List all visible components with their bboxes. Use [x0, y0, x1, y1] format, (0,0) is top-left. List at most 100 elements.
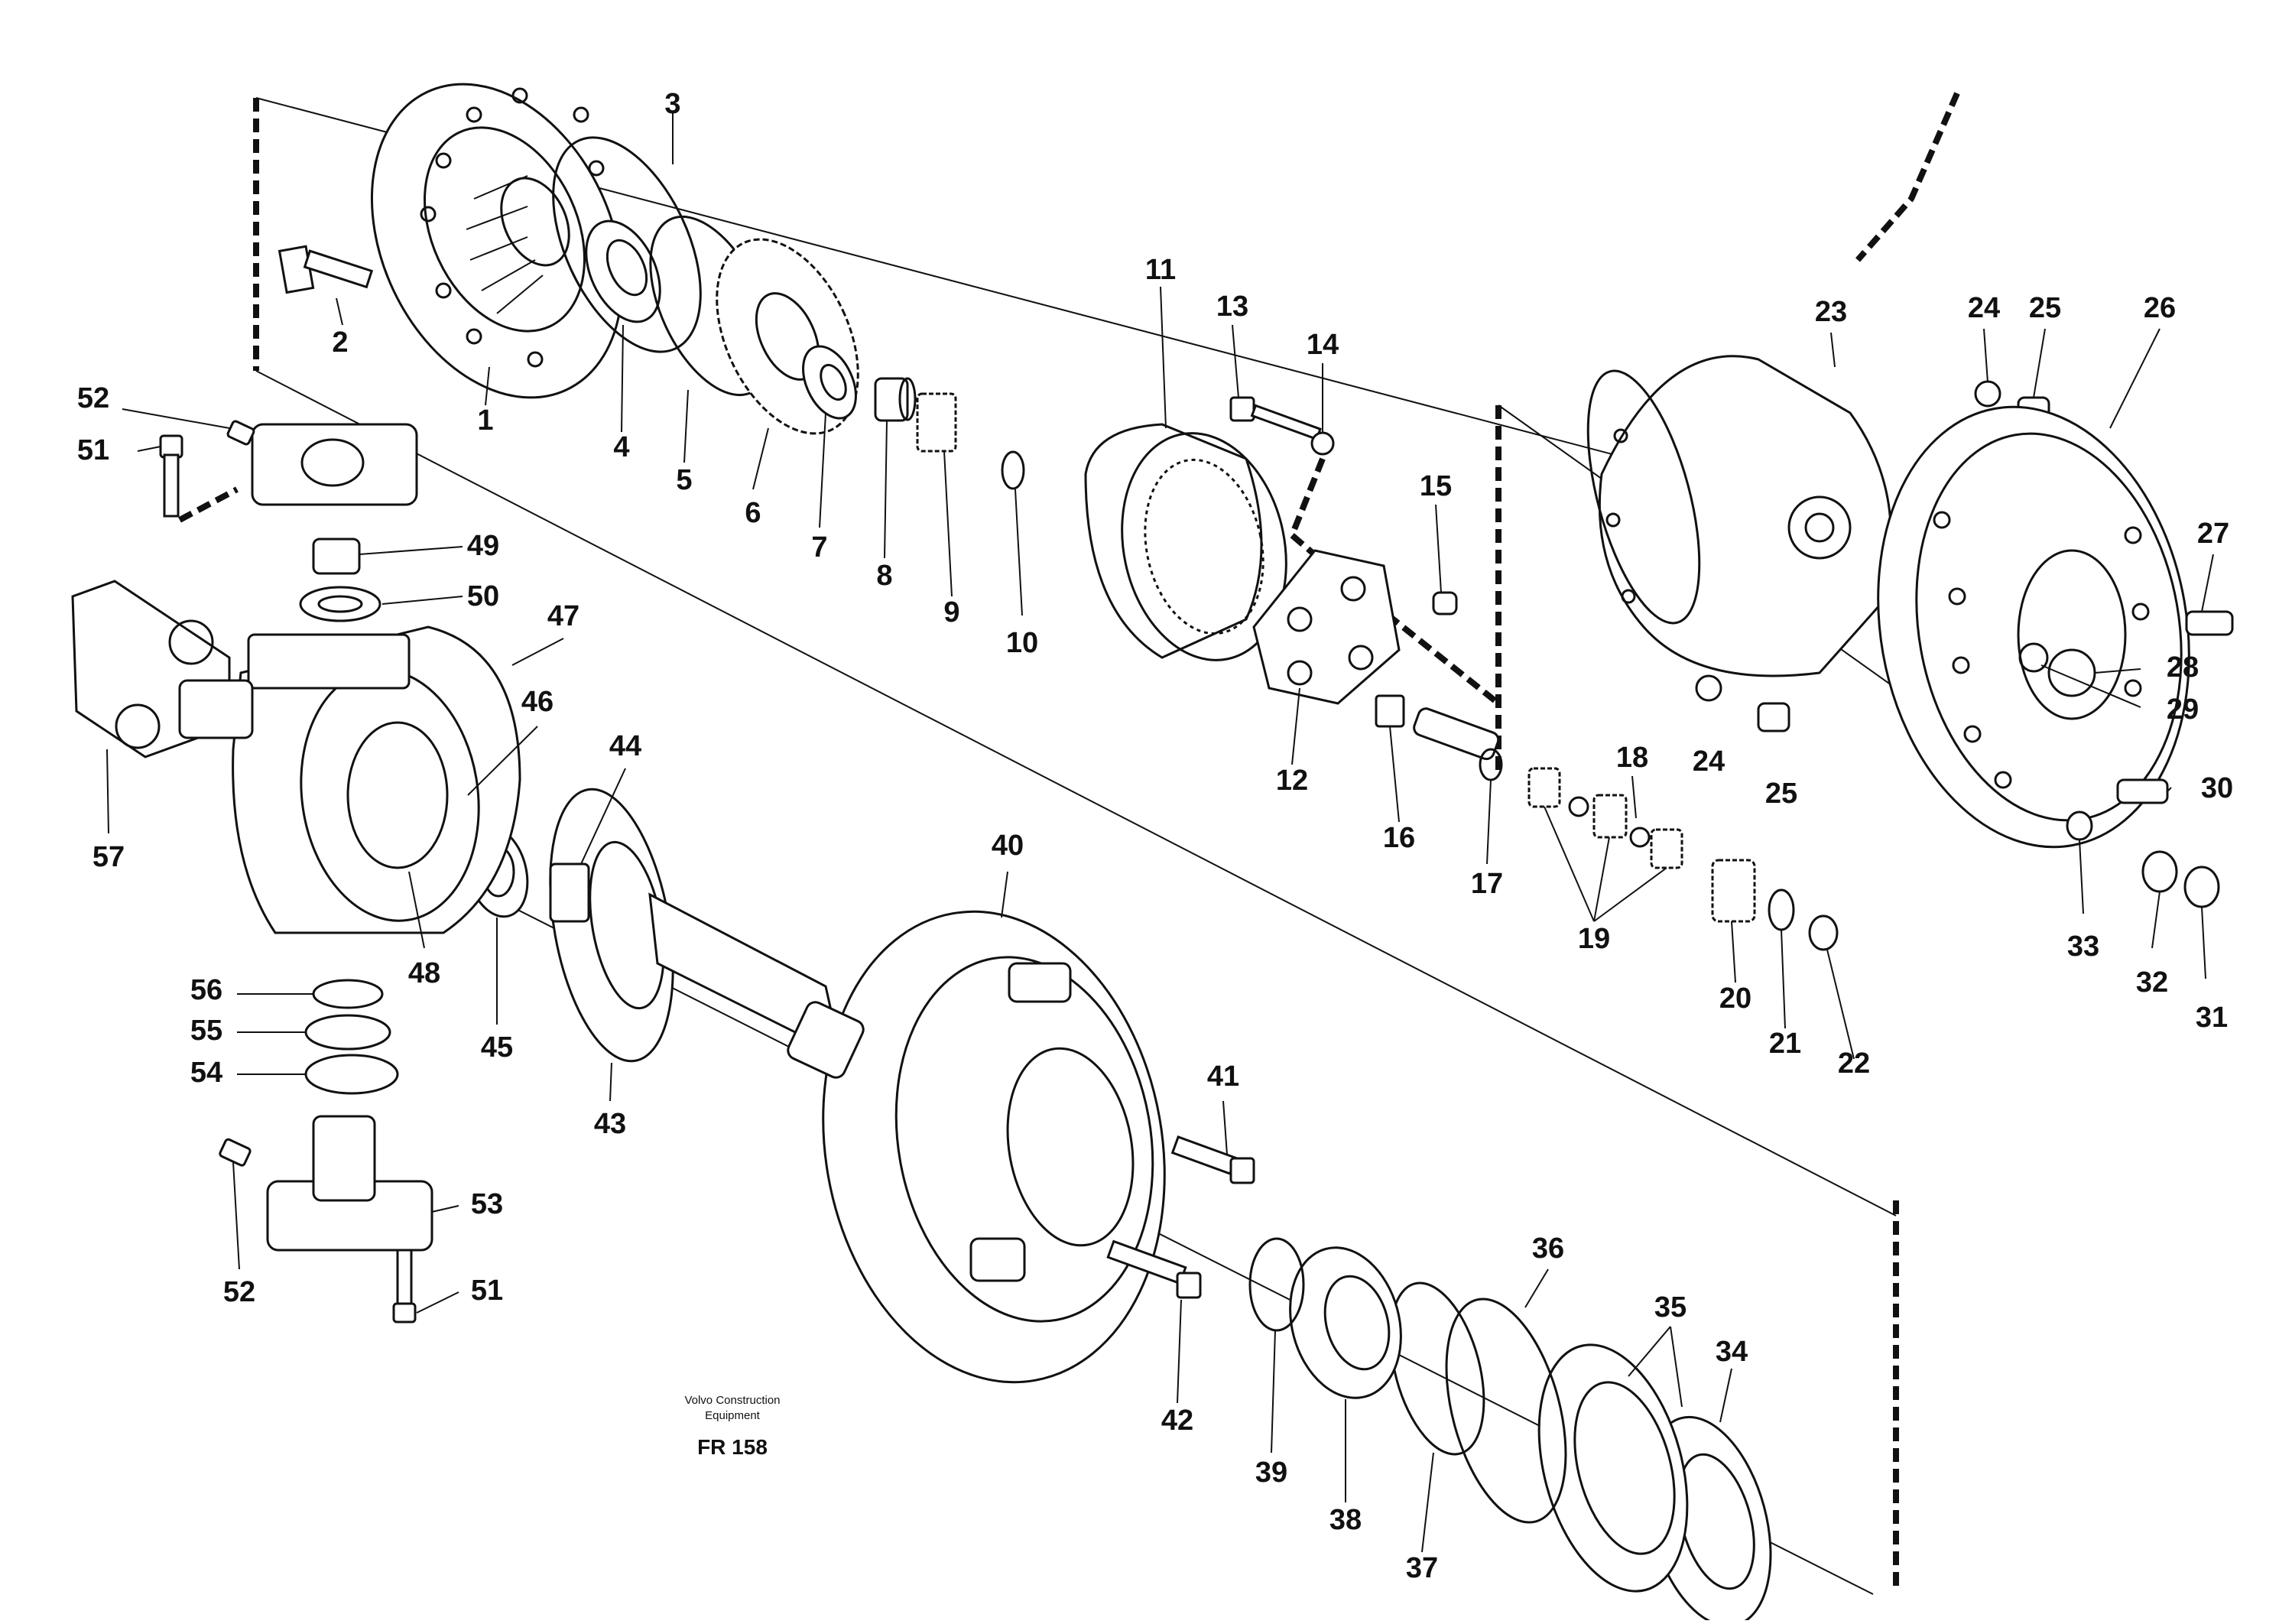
caption-subtitle: Equipment	[705, 1409, 761, 1422]
callout-46: 46	[521, 686, 554, 718]
callout-labels: 1 2 3 4 5 6 7 8 9 10 11 12 13 14 15 16 1…	[77, 88, 2233, 1584]
callout-36: 36	[1532, 1233, 1564, 1265]
callout-15: 15	[1420, 470, 1452, 502]
part-54-seal	[304, 1054, 399, 1095]
part-20-sun-gear	[1711, 859, 1756, 923]
callout-57: 57	[93, 841, 125, 873]
part-49-king-pin-upper	[312, 538, 361, 575]
part-3-thrust-washer	[552, 136, 702, 353]
part-36-shim	[1445, 1298, 1567, 1524]
callout-4: 4	[613, 431, 629, 463]
part-51-bolt-bottom	[392, 1249, 417, 1324]
callout-44: 44	[609, 730, 641, 762]
callout-39: 39	[1255, 1457, 1287, 1489]
callout-52-bottom: 52	[223, 1276, 255, 1308]
part-12-planet-carrier	[1252, 549, 1401, 705]
callout-19: 19	[1578, 923, 1610, 955]
part-53-top-cap	[251, 423, 418, 506]
callout-53: 53	[471, 1188, 503, 1220]
part-16-plate	[1375, 694, 1405, 728]
callout-29: 29	[2167, 693, 2199, 726]
callout-51-top: 51	[77, 434, 109, 466]
callout-22: 22	[1838, 1047, 1870, 1080]
callout-10: 10	[1006, 627, 1038, 659]
callout-2: 2	[332, 326, 348, 359]
part-41-bolt	[1170, 1135, 1255, 1184]
part-52-grease-nipple-bottom	[219, 1138, 252, 1167]
callout-25-bottom: 25	[1765, 778, 1797, 810]
part-53-king-pin-cap	[266, 1115, 433, 1252]
part-27-bolt	[2185, 610, 2234, 636]
callout-45: 45	[481, 1031, 513, 1064]
part-26-brake-drum	[1877, 405, 2190, 849]
callout-14: 14	[1307, 329, 1339, 361]
callout-16: 16	[1383, 822, 1415, 854]
part-51-bolt-top	[159, 434, 183, 518]
part-21-lock-washer	[1768, 888, 1795, 931]
part-18-19-planet-gears	[1527, 767, 1683, 869]
callout-34: 34	[1716, 1336, 1748, 1368]
callout-3: 3	[664, 88, 680, 120]
part-22-nut	[1808, 914, 1839, 951]
part-31-nut	[2183, 866, 2220, 908]
part-35-bearing-cups	[1537, 1343, 1689, 1593]
part-55-shim	[304, 1014, 391, 1051]
callout-50: 50	[467, 580, 499, 612]
callout-48: 48	[408, 957, 440, 989]
callout-43: 43	[594, 1108, 626, 1140]
callout-26: 26	[2144, 292, 2176, 324]
part-47-steering-knuckle	[232, 625, 521, 934]
part-23-hub	[1586, 355, 1892, 677]
callout-1: 1	[477, 404, 493, 437]
part-6-gear	[716, 238, 859, 435]
part-33-washer	[2066, 810, 2093, 841]
part-32-washer	[2141, 850, 2178, 893]
callout-11: 11	[1145, 254, 1176, 286]
callout-24-top: 24	[1968, 292, 2000, 324]
callout-leader-lines	[106, 111, 2214, 1553]
part-2-bolt	[278, 245, 374, 294]
callout-6: 6	[745, 497, 761, 529]
part-50-bearing-upper	[299, 586, 381, 622]
callout-32: 32	[2136, 966, 2168, 999]
callout-52-top: 52	[77, 382, 109, 414]
part-37-seal-ring	[1389, 1281, 1485, 1456]
callout-56: 56	[190, 974, 222, 1006]
part-7-nut	[802, 345, 857, 420]
part-30-bolt	[2116, 778, 2169, 804]
callout-28: 28	[2167, 651, 2199, 684]
caption-company: Volvo Construction	[684, 1394, 780, 1407]
part-44-spindle	[549, 862, 865, 1079]
callout-25-top: 25	[2029, 292, 2061, 324]
part-39-ring	[1248, 1237, 1305, 1332]
part-17-shaft	[1413, 707, 1503, 781]
callout-5: 5	[676, 464, 692, 496]
callout-8: 8	[876, 560, 892, 592]
callout-23: 23	[1815, 296, 1847, 328]
part-4-bearing	[585, 219, 661, 323]
part-42-bolt	[1106, 1239, 1202, 1299]
callout-7: 7	[811, 531, 827, 564]
callout-24-bottom: 24	[1693, 745, 1725, 778]
part-38-seal	[1289, 1246, 1402, 1399]
callout-42: 42	[1161, 1405, 1193, 1437]
callout-33: 33	[2067, 931, 2099, 963]
part-10-circlip	[1001, 450, 1025, 490]
part-8-bushing	[874, 377, 917, 422]
callout-30: 30	[2201, 772, 2233, 804]
callout-12: 12	[1276, 765, 1308, 797]
figure-code: FR 158	[697, 1435, 768, 1459]
callout-49: 49	[467, 530, 499, 562]
part-14-washer	[1310, 431, 1335, 456]
part-28-plug	[2047, 648, 2096, 697]
part-40-brake-assembly	[822, 910, 1166, 1384]
part-25-plug-bottom	[1757, 702, 1790, 732]
part-52-grease-nipple-top	[226, 420, 255, 446]
callout-54: 54	[190, 1057, 222, 1089]
part-57-universal-joint	[71, 580, 254, 758]
callout-35: 35	[1654, 1291, 1687, 1324]
callout-9: 9	[943, 596, 959, 628]
drawing-caption: Volvo Construction Equipment FR 158	[684, 1394, 780, 1459]
